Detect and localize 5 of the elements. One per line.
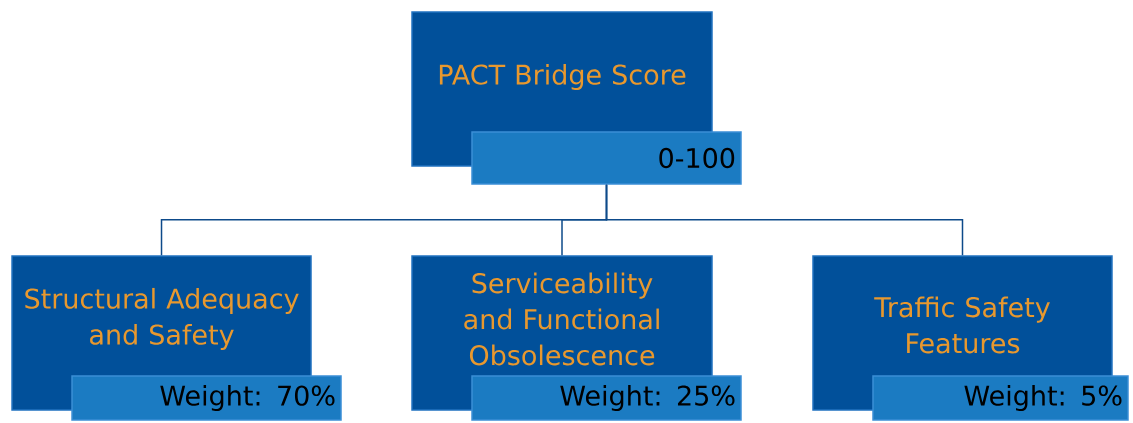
weight-box: Weight: 25% bbox=[471, 375, 742, 421]
weight-box: 0-100 bbox=[471, 131, 742, 185]
weight-box: Weight: 5% bbox=[872, 375, 1129, 421]
connector-line bbox=[605, 184, 964, 256]
weight-box: Weight: 70% bbox=[71, 375, 342, 421]
